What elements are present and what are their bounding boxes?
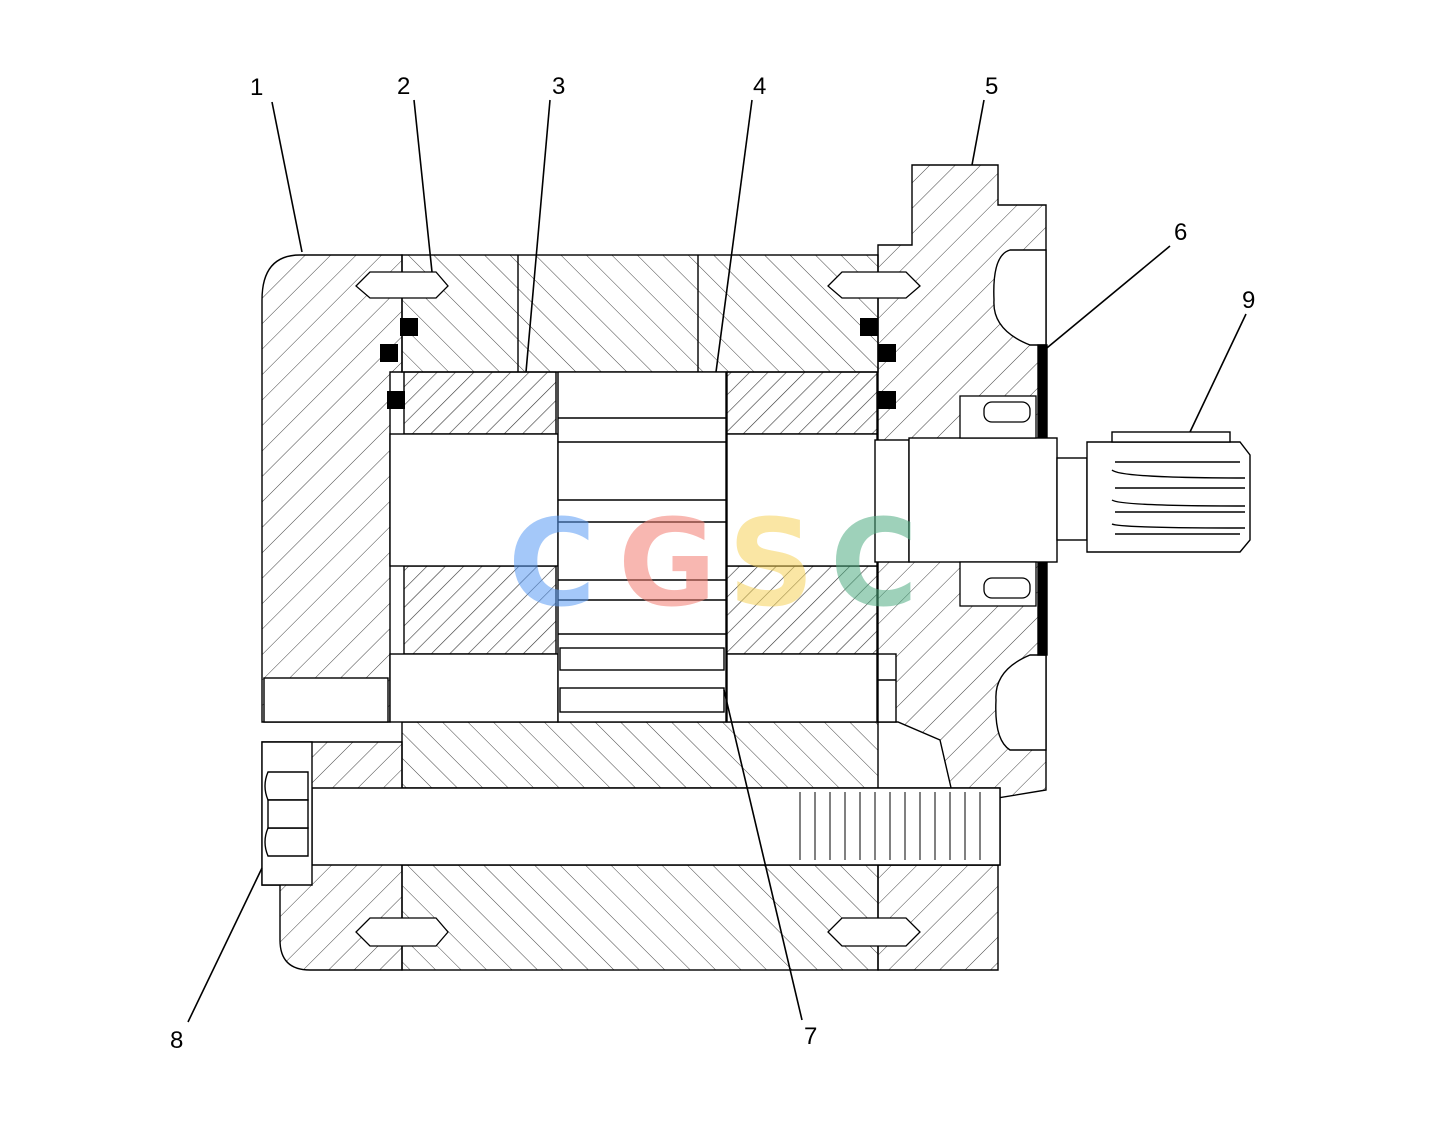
leader-lines xyxy=(187,99,1247,1023)
bolt-thread xyxy=(799,792,981,860)
drive-shaft xyxy=(874,431,1251,563)
callout-6: 6 xyxy=(1174,219,1187,246)
watermark-letter-c1: C xyxy=(508,495,596,634)
callout-4: 4 xyxy=(753,73,766,100)
callout-9: 9 xyxy=(1242,287,1255,314)
watermark-logo: C G S C xyxy=(508,495,918,634)
callout-labels: 1 2 3 4 5 6 9 7 8 xyxy=(170,73,1255,1054)
callout-5: 5 xyxy=(985,73,998,100)
pump-body xyxy=(401,254,879,971)
watermark-letter-g: G xyxy=(618,495,717,634)
watermark-letter-c2: C xyxy=(830,495,918,634)
dowel-pins xyxy=(355,271,921,947)
callout-8: 8 xyxy=(170,1027,183,1054)
through-bolt xyxy=(261,741,1001,886)
needle-bearings xyxy=(959,395,1037,607)
o-ring-seals xyxy=(380,318,896,409)
callout-7: 7 xyxy=(804,1023,817,1050)
gear-set xyxy=(557,371,727,723)
callout-1: 1 xyxy=(250,74,263,101)
callout-3: 3 xyxy=(552,73,565,100)
bearing-blocks xyxy=(389,371,897,723)
callout-2: 2 xyxy=(397,73,410,100)
watermark-letter-s: S xyxy=(728,495,814,634)
